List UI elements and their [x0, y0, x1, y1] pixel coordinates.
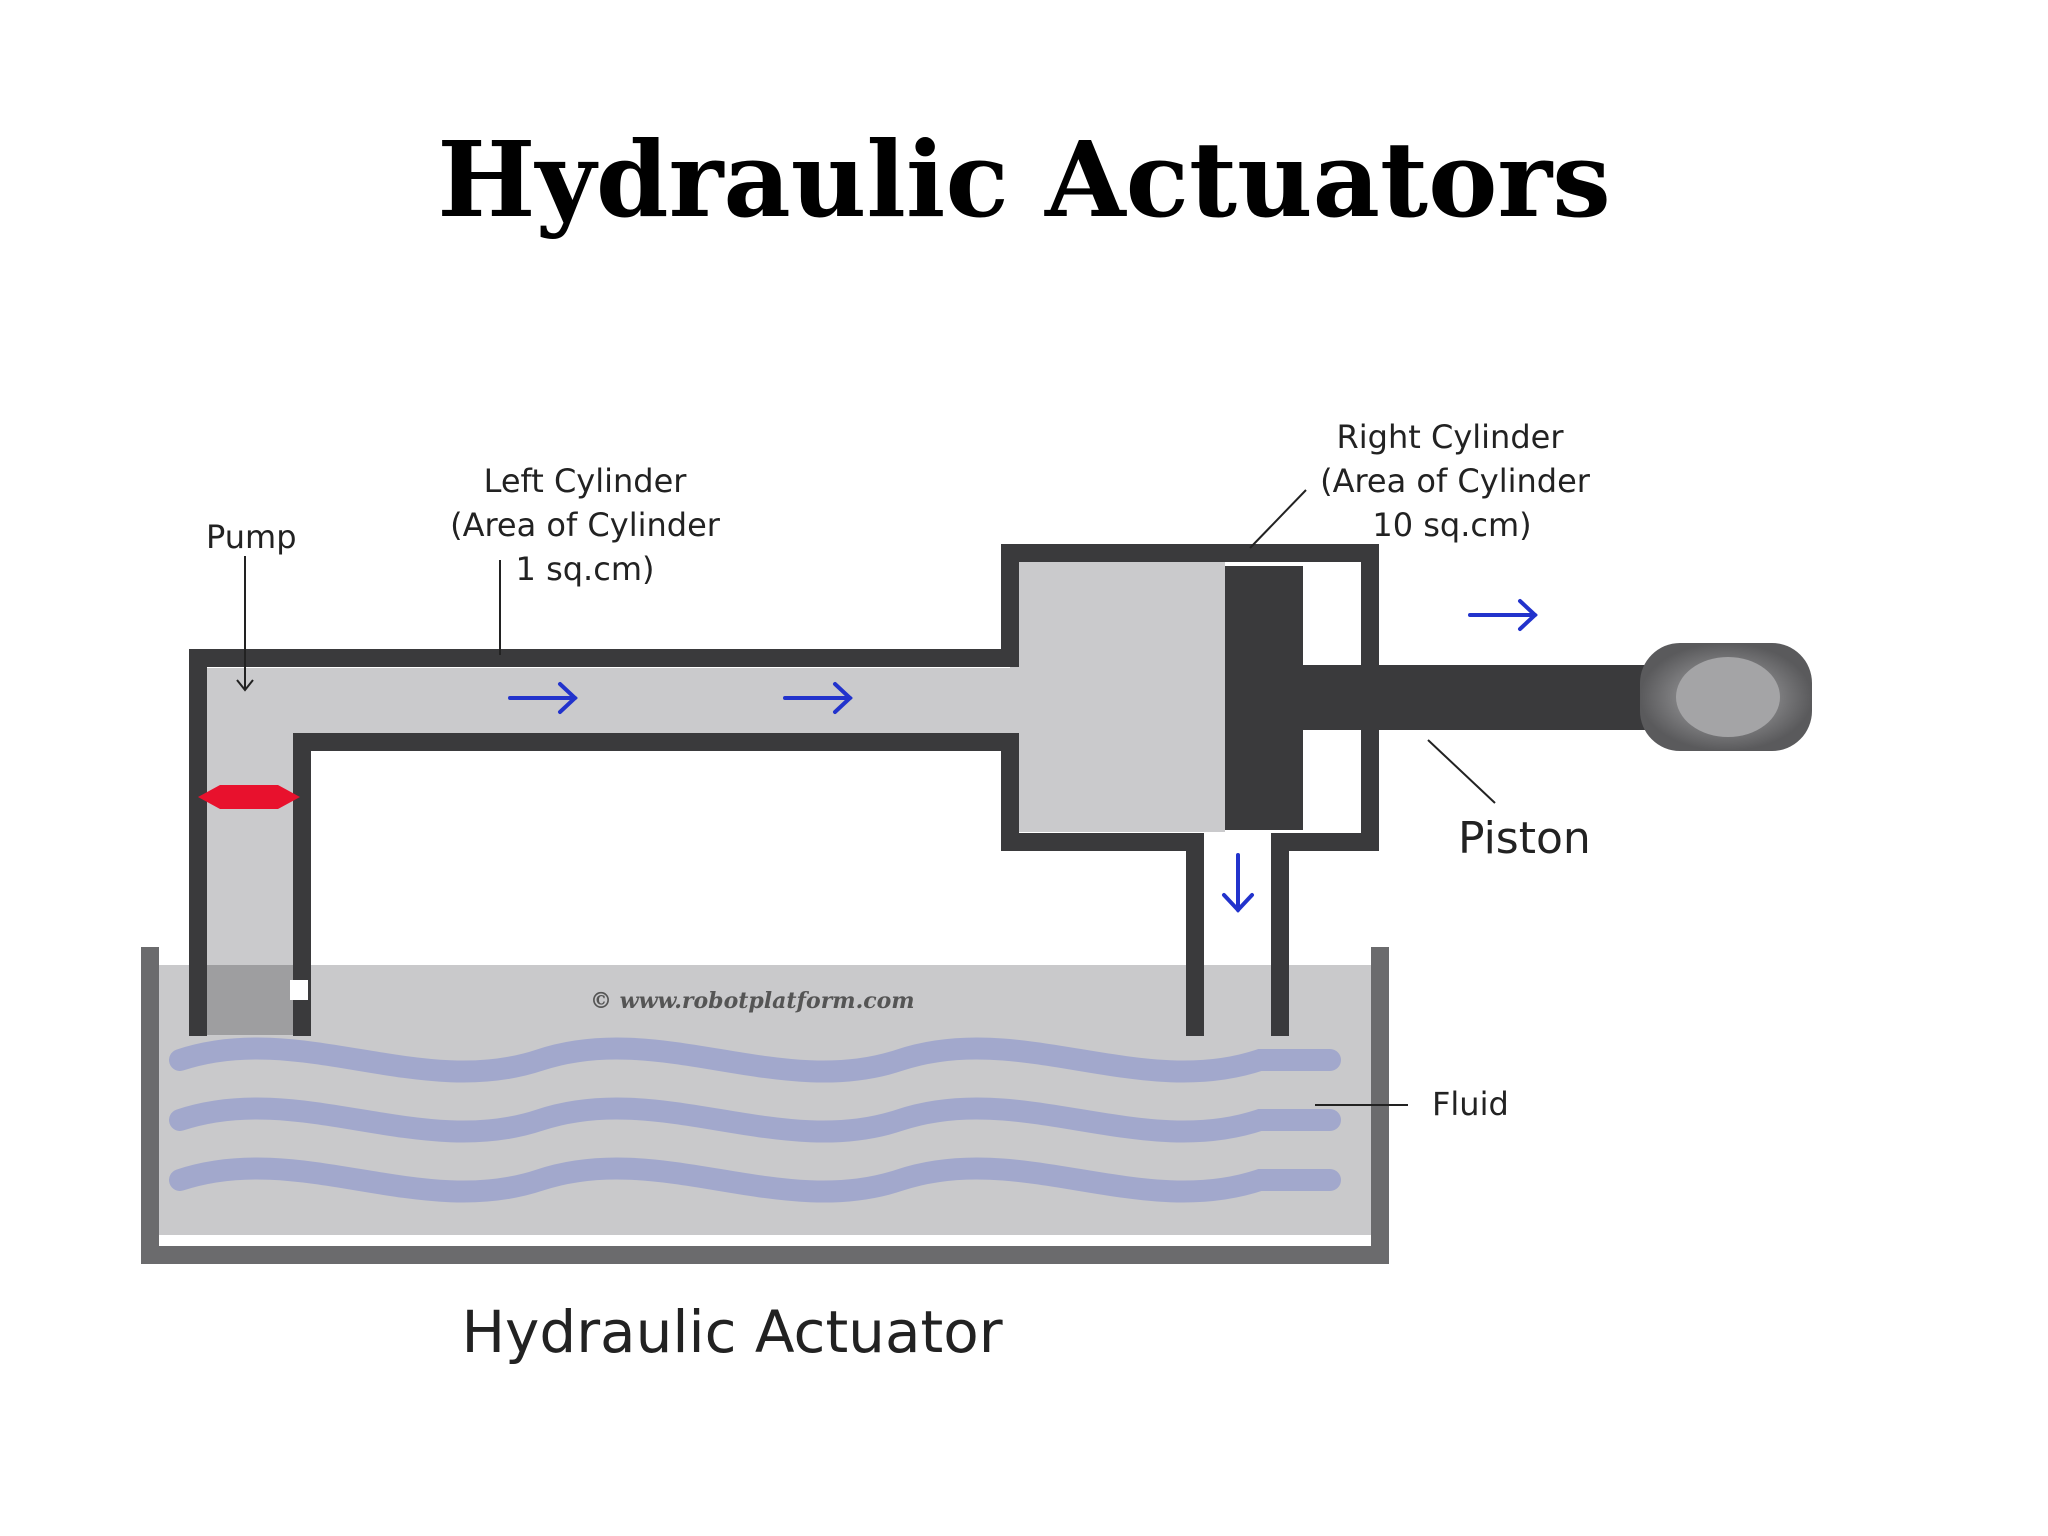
piston-rod	[1303, 665, 1648, 730]
pump-valve	[198, 785, 300, 809]
slide-title: Hydraulic Actuators	[437, 118, 1611, 241]
diagram-caption: Hydraulic Actuator	[461, 1298, 1002, 1366]
left-cylinder-label-line3: 1 sq.cm)	[516, 550, 655, 588]
tank-wall	[141, 947, 1389, 1264]
piston-head	[1225, 566, 1303, 830]
left-cylinder-label-line1: Left Cylinder	[484, 462, 688, 500]
flow-arrow-down	[1222, 853, 1254, 913]
pipe-fluid	[198, 562, 1225, 1036]
fluid-waves	[169, 1037, 1341, 1203]
right-cylinder-label-line2: (Area of Cylinder	[1320, 462, 1591, 500]
piston-rod-end-cap	[1676, 657, 1780, 737]
pipe-walls	[189, 544, 1379, 1036]
leader-lines	[236, 489, 1496, 1106]
pump-label: Pump	[206, 518, 297, 556]
left-cylinder-label: Left Cylinder (Area of Cylinder 1 sq.cm)	[450, 462, 721, 588]
left-cylinder-label-line2: (Area of Cylinder	[450, 506, 721, 544]
right-cylinder-label-line1: Right Cylinder	[1337, 418, 1565, 456]
flow-arrow-2	[783, 682, 853, 714]
pump-leader	[236, 556, 254, 692]
piston	[1225, 566, 1812, 830]
tank: © www.robotplatform.com	[141, 947, 1389, 1264]
pump-port	[290, 980, 308, 1000]
piston-leader	[1427, 739, 1496, 804]
piston-label: Piston	[1458, 813, 1591, 864]
flow-arrow-3	[1468, 599, 1538, 631]
right-cylinder-leader	[1249, 489, 1307, 549]
flow-arrow-1	[508, 682, 578, 714]
flow-arrows	[508, 599, 1538, 913]
right-cylinder-label: Right Cylinder (Area of Cylinder 10 sq.c…	[1320, 418, 1591, 544]
watermark: © www.robotplatform.com	[590, 988, 915, 1014]
fluid-label: Fluid	[1432, 1085, 1509, 1123]
right-cylinder-label-line3: 10 sq.cm)	[1372, 506, 1531, 544]
